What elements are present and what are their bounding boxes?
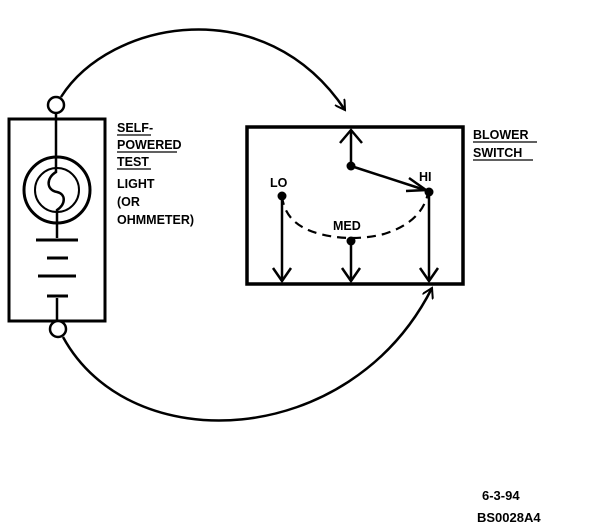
switch-travel-arc <box>280 192 430 240</box>
test-light-label-line-1: SELF- <box>117 121 153 135</box>
battery-icon <box>36 224 78 321</box>
blower-switch-housing <box>245 125 465 286</box>
switch-label-med: MED <box>333 219 361 233</box>
test-light-label-line-5: (OR <box>117 195 140 209</box>
blower-switch-label-line-2: SWITCH <box>473 146 522 160</box>
figure-date: 6-3-94 <box>482 488 520 503</box>
test-light-bottom-terminal <box>48 319 68 339</box>
test-light-label-line-2: POWERED <box>117 138 182 152</box>
switch-blade <box>350 164 426 192</box>
bulb-filament <box>47 158 65 224</box>
figure-code: BS0028A4 <box>477 510 541 525</box>
test-lead-bottom <box>61 288 432 422</box>
test-light-label: SELF- POWERED TEST LIGHT (OR OHMMETER) <box>117 121 194 227</box>
test-light-label-line-4: LIGHT <box>117 177 155 191</box>
test-light <box>7 95 107 339</box>
blower-switch: LO MED HI <box>245 125 465 286</box>
switch-label-lo: LO <box>270 176 288 190</box>
figure-reference: 6-3-94 BS0028A4 <box>477 488 541 525</box>
test-light-top-terminal <box>46 95 66 115</box>
test-light-label-line-6: OHMMETER) <box>117 213 194 227</box>
test-light-label-line-3: TEST <box>117 155 149 169</box>
blower-switch-label-line-1: BLOWER <box>473 128 529 142</box>
blower-switch-label: BLOWER SWITCH <box>473 128 537 161</box>
switch-label-hi: HI <box>419 170 432 184</box>
test-lead-top <box>59 28 345 110</box>
